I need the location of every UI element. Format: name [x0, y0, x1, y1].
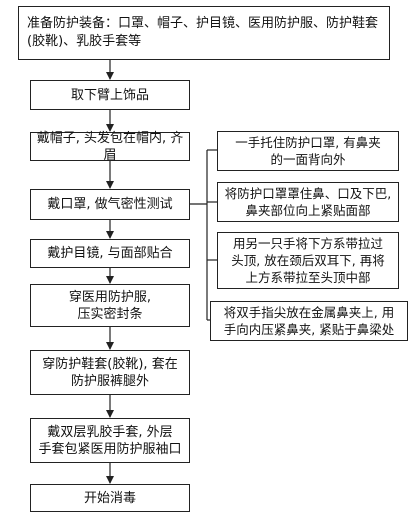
preparation-line-1: 准备防护装备：口罩、帽子、护目镜、医用防护服、防护鞋套	[27, 16, 379, 31]
note-4-line-2: 手向内压紧鼻夹, 紧贴于鼻梁处	[223, 322, 395, 337]
step-wear-shoe-covers: 穿防护鞋套(胶靴), 套在 防护服裤腿外	[30, 350, 190, 395]
note-hold-mask: 一手托住防护口罩, 有鼻夹 的一面背向外	[217, 131, 399, 171]
step-5-line-1: 穿医用防护服,	[68, 289, 152, 305]
step-start-disinfection: 开始消毒	[30, 484, 190, 512]
step-7-text: 戴双层乳胶手套, 外层 手套包紧医用防护服袖口	[38, 424, 181, 458]
step-5-line-2: 压实密封条	[77, 306, 143, 322]
note-3-line-3: 上方系带拉至头顶中部	[245, 270, 371, 285]
note-2-text: 将防护口罩罩住鼻、口及下巴, 鼻夹部位向上紧贴面部	[225, 185, 391, 219]
note-3-line-2: 头顶, 放在颈后双耳下, 再将	[231, 253, 385, 268]
preparation-box: 准备防护装备：口罩、帽子、护目镜、医用防护服、防护鞋套 (胶靴)、乳胶手套等	[18, 6, 390, 60]
step-6-line-2: 防护服裤腿外	[70, 373, 149, 389]
step-2-line-1: 戴帽子, 头发包在帽内, 齐眉	[36, 130, 184, 163]
note-4-text: 将双手指尖放在金属鼻夹上, 用 手向内压紧鼻夹, 紧贴于鼻梁处	[224, 304, 394, 338]
step-wear-gown: 穿医用防护服, 压实密封条	[30, 284, 190, 327]
step-5-text: 穿医用防护服, 压实密封条	[69, 289, 151, 323]
note-cover-face: 将防护口罩罩住鼻、口及下巴, 鼻夹部位向上紧贴面部	[217, 182, 399, 222]
preparation-text: 准备防护装备：口罩、帽子、护目镜、医用防护服、防护鞋套 (胶靴)、乳胶手套等	[27, 15, 378, 51]
note-1-line-2: 的一面背向外	[270, 152, 346, 167]
note-3-text: 用另一只手将下方系带拉过 头顶, 放在颈后双耳下, 再将 上方系带拉至头顶中部	[231, 235, 384, 286]
step-4-line-1: 戴护目镜, 与面部贴合	[47, 246, 173, 261]
note-1-line-1: 一手托住防护口罩, 有鼻夹	[235, 135, 381, 150]
note-pull-straps: 用另一只手将下方系带拉过 头顶, 放在颈后双耳下, 再将 上方系带拉至头顶中部	[217, 232, 399, 289]
preparation-line-2: (胶靴)、乳胶手套等	[27, 34, 142, 49]
step-1-line-1: 取下臂上饰品	[70, 87, 149, 103]
step-remove-accessories: 取下臂上饰品	[30, 80, 190, 110]
step-3-line-1: 戴口罩, 做气密性测试	[47, 197, 173, 212]
step-wear-goggles: 戴护目镜, 与面部贴合	[30, 239, 190, 268]
note-press-nose-clip: 将双手指尖放在金属鼻夹上, 用 手向内压紧鼻夹, 紧贴于鼻梁处	[210, 301, 408, 341]
note-3-line-1: 用另一只手将下方系带拉过	[232, 236, 383, 251]
step-8-line-1: 开始消毒	[83, 490, 136, 506]
step-6-text: 穿防护鞋套(胶靴), 套在 防护服裤腿外	[42, 356, 177, 390]
note-2-line-2: 鼻夹部位向上紧贴面部	[245, 203, 371, 218]
step-7-line-1: 戴双层乳胶手套, 外层	[47, 424, 173, 440]
note-2-line-1: 将防护口罩罩住鼻、口及下巴,	[224, 186, 392, 201]
step-wear-mask: 戴口罩, 做气密性测试	[30, 189, 190, 220]
step-6-line-1: 穿防护鞋套(胶靴), 套在	[42, 356, 178, 372]
note-1-text: 一手托住防护口罩, 有鼻夹 的一面背向外	[235, 134, 380, 168]
step-wear-cap: 戴帽子, 头发包在帽内, 齐眉	[30, 130, 190, 163]
step-wear-gloves: 戴双层乳胶手套, 外层 手套包紧医用防护服袖口	[30, 418, 190, 463]
note-4-line-1: 将双手指尖放在金属鼻夹上, 用	[223, 305, 395, 320]
step-7-line-2: 手套包紧医用防护服袖口	[38, 441, 182, 457]
